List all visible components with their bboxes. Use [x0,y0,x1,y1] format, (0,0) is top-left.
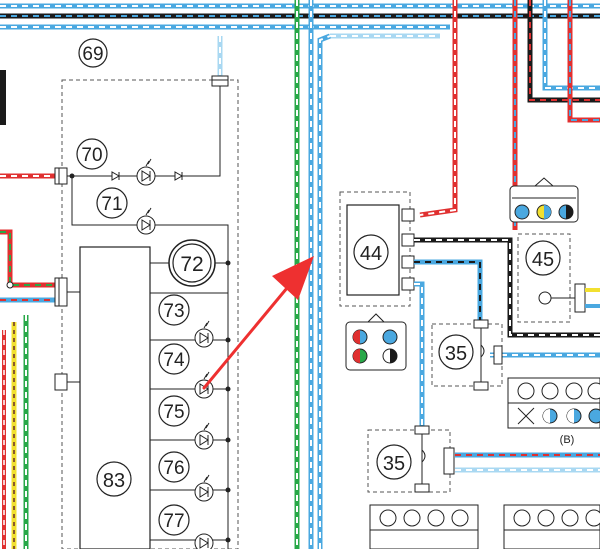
component-44-number: 44 [360,243,382,265]
component-44-label: 44 [353,234,389,270]
right-harness [419,0,600,230]
component-71-label: 71 [96,187,128,219]
component-76-number: 76 [163,458,184,479]
indicator-77: 77 [158,504,214,549]
component-75-number: 75 [163,402,184,423]
unit-69-junctions [225,260,231,543]
component-73-number: 73 [163,301,184,322]
left-harness [0,70,55,549]
component-77-number: 77 [163,511,184,532]
component-70-label: 70 [76,138,108,170]
component-74-number: 74 [163,350,185,371]
top-harness [0,3,600,39]
component-71-number: 71 [101,194,122,215]
connector-b: (B) [507,377,600,446]
red-arrow-icon [202,256,314,390]
indicator-73: 73 [158,294,214,348]
indicator-76: 76 [158,451,214,502]
connector-b-label: (B) [560,434,575,446]
component-45-sensor [538,283,600,313]
component-44-wires [414,237,600,473]
component-44-pins [401,208,415,291]
component-35a-label: 35 [438,334,474,370]
component-69-number: 69 [82,44,103,65]
component-45-number: 45 [532,249,554,271]
component-35b-label: 35 [376,444,412,480]
bottom-connector-right [503,504,600,549]
component-83-label: 83 [96,461,132,497]
component-45-pin-diagram [509,177,579,223]
component-35b-fuse [414,425,455,493]
unit-69-connectors [54,75,229,391]
indicator-74: 74 [158,343,214,399]
diode-71 [136,207,156,235]
component-35b-number: 35 [383,453,405,475]
component-72-number: 72 [180,253,203,276]
component-83-number: 83 [103,470,125,492]
unit-69-outline [61,79,239,549]
component-35a-number: 35 [445,343,467,365]
component-83-block [79,246,151,549]
diode-row-70 [69,158,184,186]
vertical-harness [217,0,331,549]
component-72-label: 72 [168,239,216,287]
component-70-number: 70 [81,145,102,166]
bottom-connector-left [369,504,479,549]
component-35a-fuse [473,319,503,391]
indicator-75: 75 [158,395,214,450]
component-69-label: 69 [78,38,108,68]
component-44-outline [339,191,411,307]
component-44-pin-diagram [345,313,407,371]
component-45-label: 45 [525,240,561,276]
